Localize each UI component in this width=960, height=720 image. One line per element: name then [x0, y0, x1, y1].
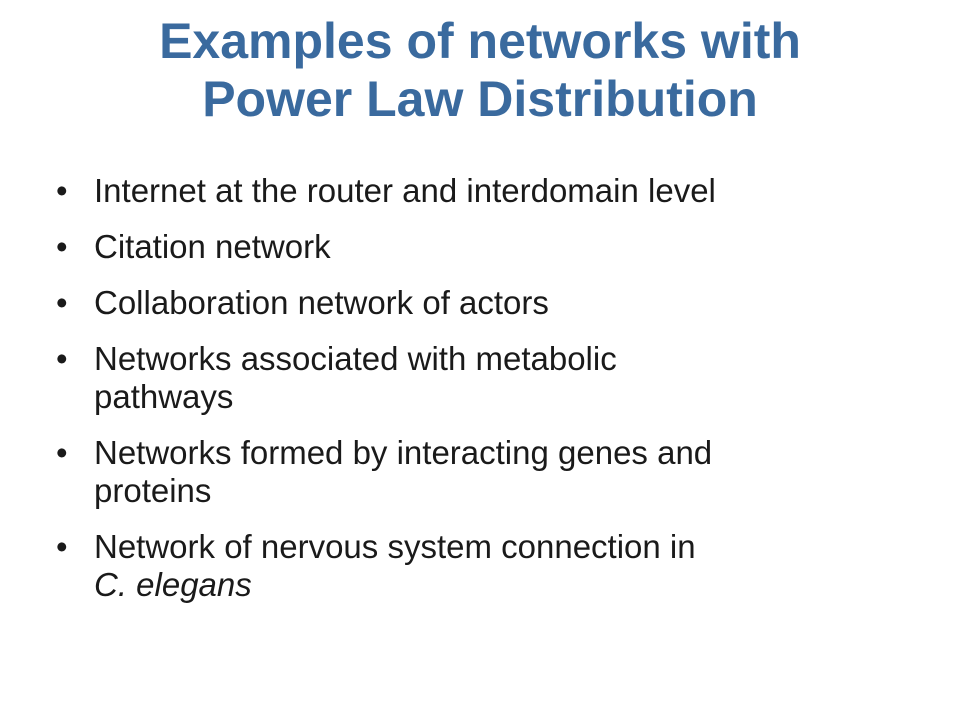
- bullet-item-nervous-system: • Network of nervous system connection i…: [56, 528, 916, 604]
- bullet-text-continued: proteins: [94, 472, 212, 509]
- bullet-item-collaboration: • Collaboration network of actors: [56, 284, 916, 322]
- bullet-icon: •: [56, 340, 68, 377]
- bullet-item-genes-proteins: • Networks formed by interacting genes a…: [56, 434, 916, 510]
- bullet-item-citation: • Citation network: [56, 228, 916, 266]
- bullet-text-species: C. elegans: [94, 566, 252, 603]
- bullet-icon: •: [56, 434, 68, 471]
- slide-title: Examples of networks with Power Law Dist…: [0, 12, 960, 128]
- bullet-icon: •: [56, 284, 68, 321]
- bullet-icon: •: [56, 172, 68, 209]
- bullet-text: Internet at the router and interdomain l…: [94, 172, 716, 209]
- bullet-text-continued: pathways: [94, 378, 234, 415]
- bullet-text: Collaboration network of actors: [94, 284, 549, 321]
- slide-title-line-1: Examples of networks with: [159, 13, 801, 69]
- slide-title-line-2: Power Law Distribution: [202, 71, 758, 127]
- bullet-icon: •: [56, 228, 68, 265]
- bullet-text: Networks associated with metabolic: [94, 340, 617, 377]
- bullet-text: Citation network: [94, 228, 331, 265]
- bullet-item-internet: • Internet at the router and interdomain…: [56, 172, 916, 210]
- bullet-text: Networks formed by interacting genes and: [94, 434, 713, 471]
- bullet-item-metabolic: • Networks associated with metabolic pat…: [56, 340, 916, 416]
- bullet-text: Network of nervous system connection in: [94, 528, 696, 565]
- bullet-list: • Internet at the router and interdomain…: [56, 172, 916, 622]
- bullet-icon: •: [56, 528, 68, 565]
